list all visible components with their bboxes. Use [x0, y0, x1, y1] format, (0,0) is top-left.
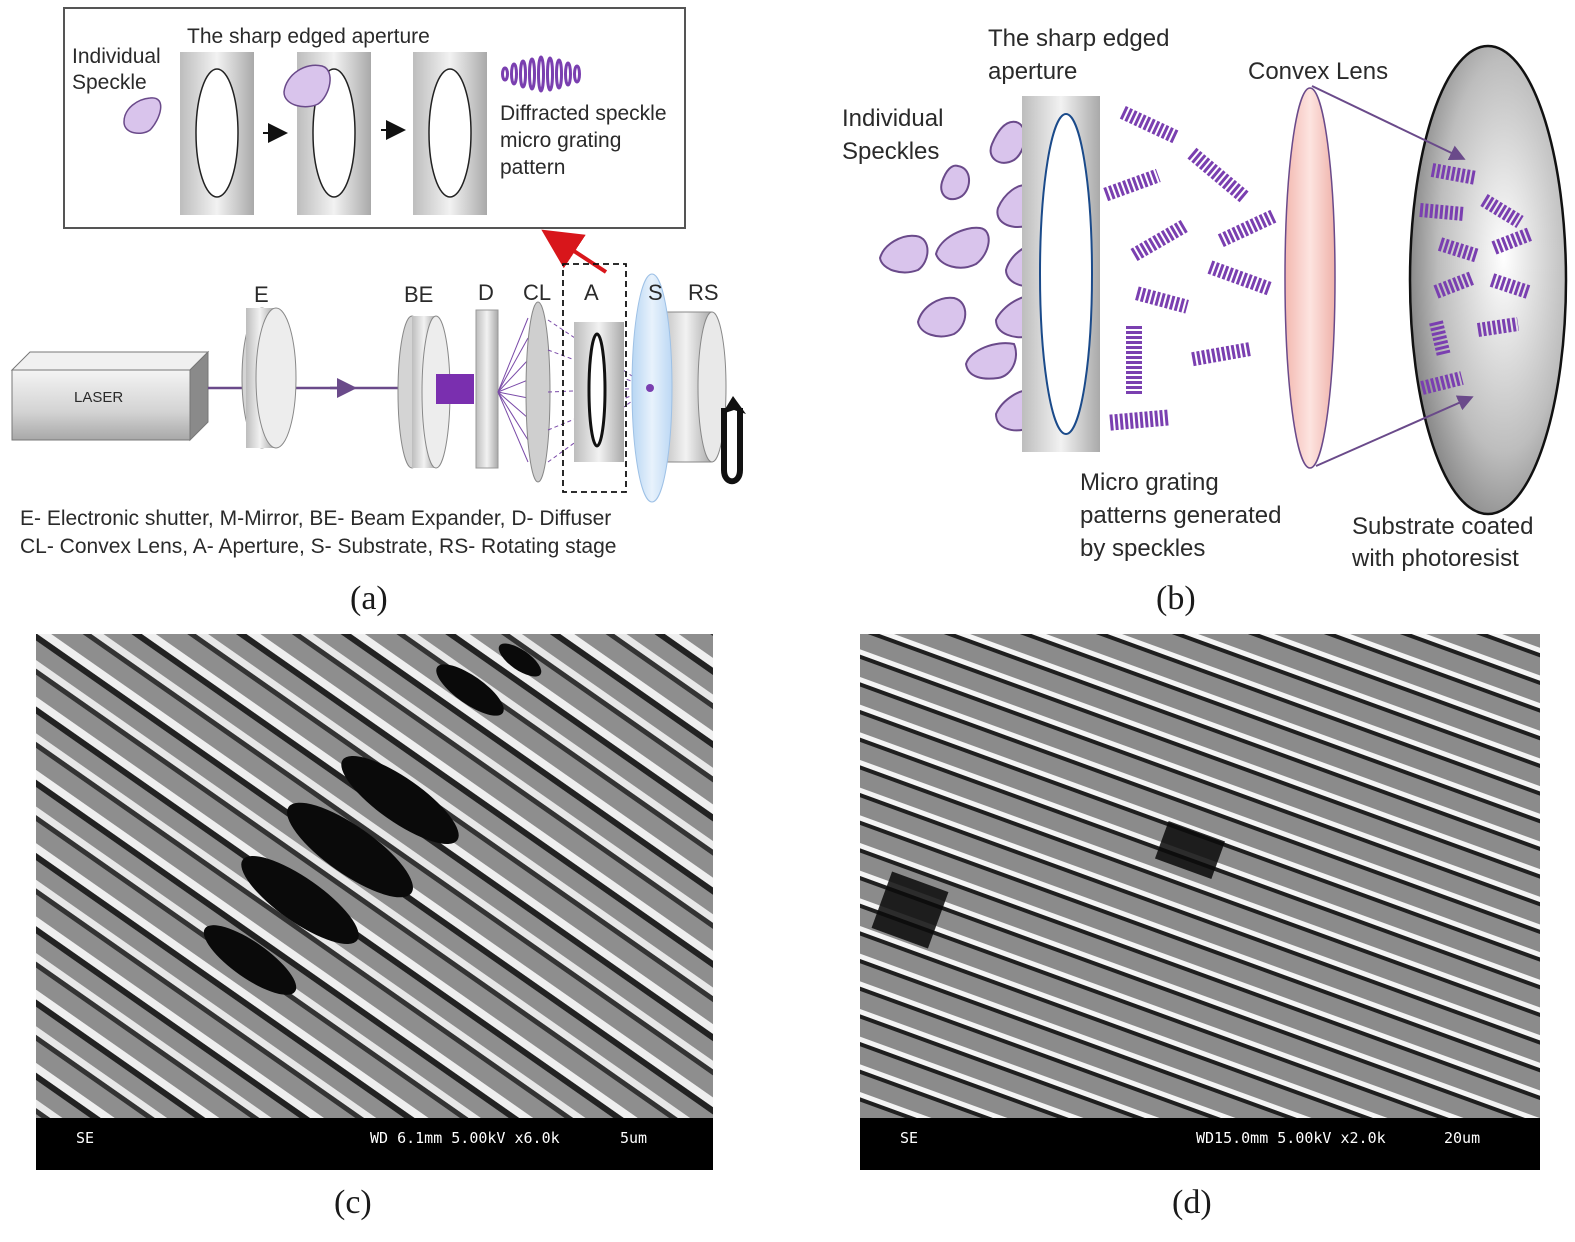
- b-aperture-title: The sharp edged aperture: [988, 25, 1170, 85]
- sem-bar-c: [36, 1118, 713, 1170]
- caption-c: (c): [334, 1184, 372, 1221]
- s-label: S: [648, 280, 663, 305]
- scattered-rays: [497, 317, 529, 463]
- be-label: BE: [404, 282, 434, 307]
- sem-d-mode: SE: [900, 1129, 919, 1147]
- red-pointer-arrow: [541, 229, 608, 274]
- inset-aperture-title: The sharp edged aperture: [187, 25, 430, 48]
- a-label: A: [584, 280, 599, 305]
- inset-speckle-entering-icon: [283, 64, 331, 108]
- sem-image-c: [36, 634, 713, 1170]
- caption-a: (a): [350, 580, 388, 617]
- d-label: D: [478, 280, 494, 305]
- inset-speckle-icon: [123, 97, 162, 135]
- inset-grating-icon: [501, 55, 581, 93]
- sem-d-scale: 20um: [1444, 1129, 1481, 1147]
- micro-grating-patterns: [1103, 105, 1279, 431]
- diffuser: [475, 309, 499, 469]
- laser-box: [10, 350, 210, 442]
- convex-lens-cl: [525, 301, 551, 483]
- b-convex-lens: Convex Lens: [1248, 58, 1389, 85]
- convex-lens-b: [1284, 87, 1336, 469]
- inset-individual-speckle-label: Individual Speckle: [72, 45, 161, 94]
- sem-bar-d: [860, 1118, 1540, 1170]
- shutter-e: [241, 307, 297, 449]
- caption-d: (d): [1172, 1184, 1212, 1221]
- inset-aperture-1: [180, 52, 254, 215]
- rs-label: RS: [688, 280, 719, 305]
- rotation-arrow-icon: [721, 408, 743, 485]
- inset-diffracted-label: Diffracted speckle micro grating pattern: [500, 102, 667, 179]
- substrate-patterns: [1419, 163, 1533, 395]
- sem-d-params: WD15.0mm 5.00kV x2.0k: [1196, 1129, 1386, 1147]
- laser-label: LASER: [74, 389, 124, 406]
- inset-aperture-2: [283, 52, 371, 215]
- legend-line-2: CL- Convex Lens, A- Aperture, S- Substra…: [20, 535, 617, 558]
- cl-label: CL: [523, 280, 552, 305]
- b-micro-grating: Micro grating patterns generated by spec…: [1080, 469, 1282, 562]
- sem-c-params: WD 6.1mm 5.00kV x6.0k: [370, 1129, 560, 1147]
- caption-b: (b): [1156, 580, 1196, 617]
- substrate-b: [1408, 44, 1568, 516]
- inset-aperture-3: [413, 52, 487, 215]
- e-label: E: [254, 282, 269, 307]
- legend-line-1: E- Electronic shutter, M-Mirror, BE- Bea…: [20, 507, 612, 530]
- panel-b-diagram: [878, 44, 1568, 516]
- expanded-beam: [436, 374, 474, 404]
- b-substrate: Substrate coated with photoresist: [1352, 513, 1534, 572]
- sem-c-mode: SE: [76, 1129, 95, 1147]
- sem-c-scale: 5um: [620, 1129, 648, 1147]
- aperture-highlight-box: [562, 263, 627, 493]
- panel-a-inset: [63, 7, 686, 229]
- sem-image-d: [860, 634, 1540, 1170]
- optical-bench: [10, 263, 746, 503]
- b-individual-speckles: Individual Speckles: [842, 105, 944, 165]
- beam-expander: [397, 315, 451, 469]
